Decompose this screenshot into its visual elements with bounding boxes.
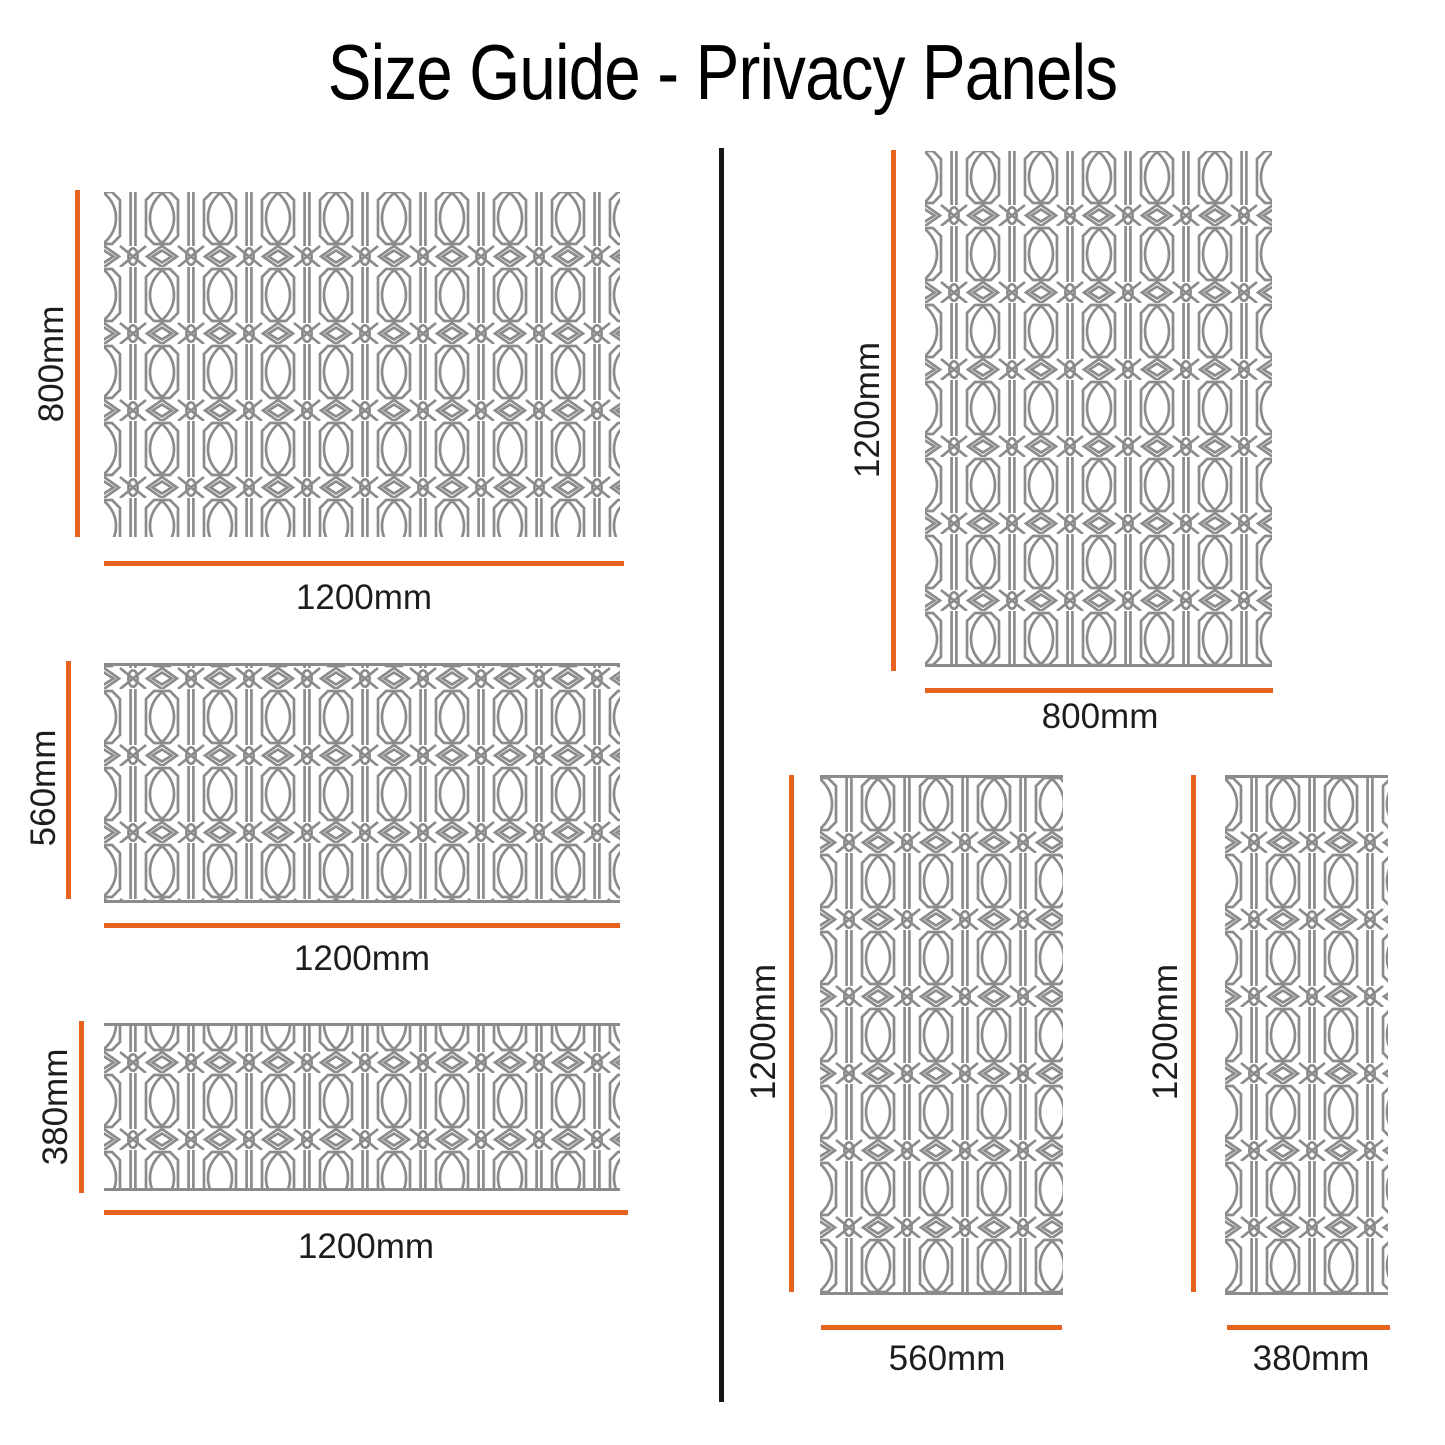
width-dimension-label: 800mm (1041, 697, 1159, 736)
width-dimension-label: 1200mm (297, 1227, 435, 1266)
width-dimension-line (1227, 1325, 1390, 1330)
panel-pattern-swatch (1225, 775, 1388, 1295)
height-dimension-label: 560mm (24, 729, 63, 847)
height-dimension-label: 1200mm (744, 963, 783, 1101)
height-dimension-label: 800mm (32, 305, 71, 423)
width-dimension-label: 1200mm (295, 578, 433, 617)
width-dimension-label: 560mm (888, 1339, 1006, 1378)
panel-pattern-swatch (104, 192, 620, 537)
width-dimension-line (925, 688, 1273, 693)
height-dimension-line (891, 150, 896, 671)
panel-pattern-swatch (925, 151, 1272, 667)
height-dimension-label: 380mm (36, 1048, 75, 1166)
width-dimension-label: 380mm (1252, 1339, 1370, 1378)
panel-pattern-swatch (104, 1023, 620, 1191)
width-dimension-line (104, 561, 624, 566)
width-dimension-line (104, 923, 620, 928)
panel-pattern-swatch (820, 775, 1063, 1295)
height-dimension-line (789, 775, 794, 1292)
width-dimension-line (104, 1210, 628, 1215)
height-dimension-label: 1200mm (848, 341, 887, 479)
height-dimension-label: 1200mm (1146, 963, 1185, 1101)
height-dimension-line (79, 1021, 84, 1193)
width-dimension-label: 1200mm (293, 939, 431, 978)
vertical-divider-line (719, 148, 724, 1402)
height-dimension-line (66, 661, 71, 899)
height-dimension-line (1191, 775, 1196, 1292)
panel-pattern-swatch (104, 663, 620, 903)
width-dimension-line (821, 1325, 1062, 1330)
height-dimension-line (75, 190, 80, 537)
page-title: Size Guide - Privacy Panels (327, 28, 1118, 116)
